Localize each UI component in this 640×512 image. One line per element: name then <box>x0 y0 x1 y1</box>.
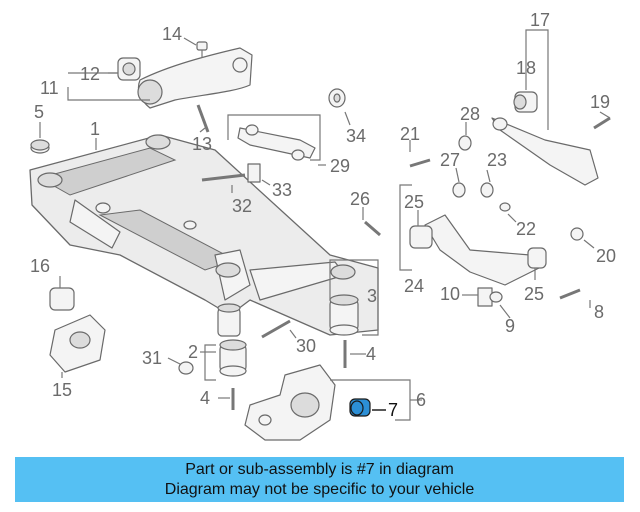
subframe-part <box>29 134 379 336</box>
callout-34: 34 <box>346 126 366 146</box>
bushing-2-part <box>217 303 247 377</box>
callout-14: 14 <box>162 24 182 44</box>
trailing-arm-part <box>409 135 584 307</box>
knuckle-part <box>244 364 336 441</box>
callout-7: 7 <box>388 400 398 420</box>
info-banner: Part or sub-assembly is #7 in diagram Di… <box>15 457 624 502</box>
callout-25b: 25 <box>524 284 544 304</box>
small-hardware <box>30 41 381 410</box>
callout-33: 33 <box>272 180 292 200</box>
callout-21: 21 <box>400 124 420 144</box>
callout-32: 32 <box>232 196 252 216</box>
callout-numbers: 1 2 3 4 4 5 6 7 8 9 10 11 12 13 14 15 16… <box>30 10 616 420</box>
parts-diagram: 1 2 3 4 4 5 6 7 8 9 10 11 12 13 14 15 16… <box>29 10 616 441</box>
callout-1: 1 <box>90 119 100 139</box>
callout-30: 30 <box>296 336 316 356</box>
bushing-3-part <box>329 294 359 336</box>
callout-27: 27 <box>440 150 460 170</box>
banner-line-1: Part or sub-assembly is #7 in diagram <box>185 461 454 478</box>
callout-16: 16 <box>30 256 50 276</box>
callout-31: 31 <box>142 348 162 368</box>
upper-arm-part <box>117 47 253 109</box>
callout-5: 5 <box>34 102 44 122</box>
banner-line-2: Diagram may not be specific to your vehi… <box>164 481 475 498</box>
callout-20: 20 <box>596 246 616 266</box>
callout-24: 24 <box>404 276 424 296</box>
callout-18: 18 <box>516 58 536 78</box>
callout-6: 6 <box>416 390 426 410</box>
callout-12: 12 <box>80 64 100 84</box>
callout-11: 11 <box>40 78 59 98</box>
callout-13: 13 <box>192 134 212 154</box>
callout-26: 26 <box>350 189 370 209</box>
highlighted-bushing-7 <box>349 398 371 417</box>
mount-part <box>49 287 106 373</box>
callout-9: 9 <box>505 316 515 336</box>
leader-lines <box>39 29 611 421</box>
callout-10: 10 <box>440 284 460 304</box>
callout-4b: 4 <box>200 388 210 408</box>
callout-3: 3 <box>367 286 377 306</box>
callout-28: 28 <box>460 104 480 124</box>
callout-17: 17 <box>530 10 550 30</box>
callout-19: 19 <box>590 92 610 112</box>
callout-29: 29 <box>330 156 350 176</box>
callout-4a: 4 <box>366 344 376 364</box>
callout-15: 15 <box>52 380 72 400</box>
callout-2: 2 <box>188 342 198 362</box>
callout-8: 8 <box>594 302 604 322</box>
lower-arm-part <box>491 91 611 186</box>
callout-23: 23 <box>487 150 507 170</box>
callout-25a: 25 <box>404 192 424 212</box>
callout-22: 22 <box>516 219 536 239</box>
